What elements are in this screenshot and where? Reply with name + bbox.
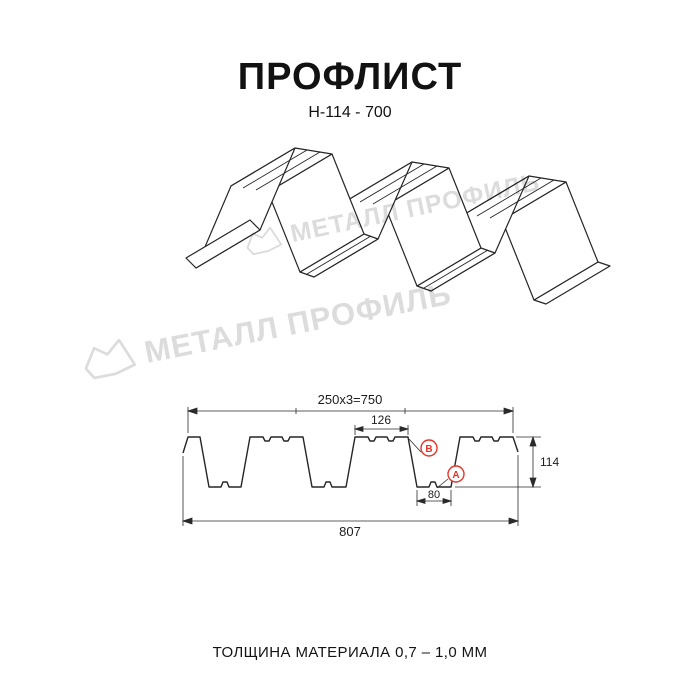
marker-b: В: [420, 439, 438, 457]
dim-crest-width: 126: [371, 413, 391, 427]
dimension-lines: [181, 407, 541, 526]
dim-height: 114: [540, 455, 559, 469]
marker-b-label: В: [425, 444, 432, 455]
dim-valley-width: 80: [428, 489, 440, 501]
profile-3d-view: [185, 147, 611, 305]
material-thickness-note: ТОЛЩИНА МАТЕРИАЛА 0,7 – 1,0 ММ: [212, 644, 488, 661]
stiffener-lines: [242, 149, 555, 289]
product-code: Н-114 - 700: [308, 104, 392, 121]
dim-total-width: 807: [339, 524, 361, 539]
marker-a: А: [447, 465, 465, 483]
marker-a-label: А: [452, 470, 459, 481]
section-profile-line: [182, 436, 519, 488]
profile-cross-section: 250x3=750 126 80 807 114 В А: [181, 392, 559, 539]
dim-top-pitch: 250x3=750: [318, 392, 383, 407]
page-title: ПРОФЛИСТ: [237, 56, 463, 98]
